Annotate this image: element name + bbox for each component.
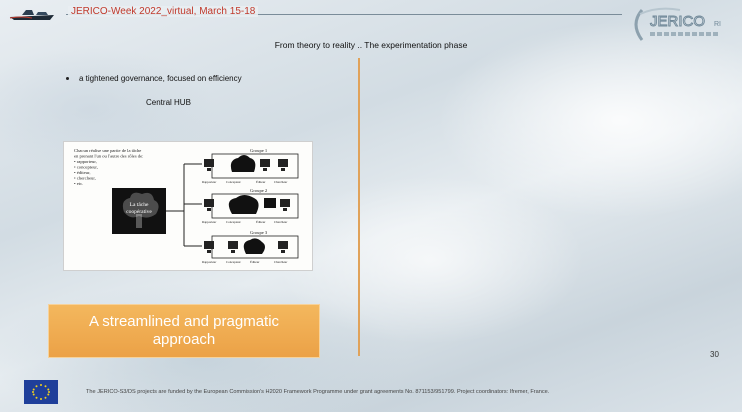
role-label: Chercheur [274,260,288,264]
role-label: Rapporteur [202,260,217,264]
bullet-text: a tightened governance, focused on effic… [79,74,242,83]
page-number: 30 [710,350,719,359]
jerico-logo: JERICO RI [634,7,721,41]
approach-banner: A streamlined and pragmatic approach [48,304,320,358]
role-label: Éditeur [256,179,266,184]
diagram-intro-line: • concepteur, [74,165,98,171]
diagram-intro-line: • etc. [74,181,83,186]
task-label-2: coopérative [126,209,152,215]
bullet-dot-icon [66,77,69,81]
header-rule [66,14,622,15]
diagram-intro-line: en prenant l'un ou l'autre des rôles de: [74,154,143,159]
role-label: Éditeur [256,219,266,224]
diagram-canvas: Chacun réalise une partie de la tâche en… [74,148,299,264]
jerico-logo-text: JERICO [650,13,705,30]
column-divider [358,58,360,356]
header-bar: JERICO-Week 2022_virtual, March 15-18 JE… [0,0,742,41]
central-hub-label: Central HUB [146,98,191,107]
diagram-intro-line: • rapporteur, [74,159,97,165]
research-vessel-logo [9,10,54,20]
role-label: Rapporteur [202,220,217,224]
diagram-intro-line: • chercheur, [74,176,96,182]
task-label-1: La tâche [130,202,149,208]
bullet-item: a tightened governance, focused on effic… [66,74,242,83]
group-label: Groupe 3 [250,230,268,235]
event-title: JERICO-Week 2022_virtual, March 15-18 [68,6,259,17]
role-label: Chercheur [274,180,288,184]
slide-subtitle: From theory to reality .. The experiment… [274,40,468,50]
diagram-intro-line: Chacun réalise une partie de la tâche [74,148,141,153]
role-label: Concepteur [226,220,242,224]
jerico-logo-suffix: RI [714,21,721,28]
role-label: Concepteur [226,260,242,264]
funding-footer: The JERICO-S3/DS projects are funded by … [86,389,550,395]
role-label: Éditeur [250,259,260,264]
role-label: Concepteur [226,180,242,184]
group-3: Groupe 3 Rapporteur Concepteur Éditeur C… [202,230,299,264]
role-label: Rapporteur [202,180,217,184]
group-label: Groupe 1 [250,148,268,153]
cooperative-task-diagram: Chacun réalise une partie de la tâche en… [64,142,312,270]
eu-flag-icon [24,380,58,404]
banner-text: A streamlined and pragmatic approach [88,313,280,348]
role-label: Chercheur [274,220,288,224]
group-label: Groupe 2 [250,188,268,193]
group-2: Groupe 2 Rapporteur Concepteur Éditeur C… [202,188,299,224]
diagram-intro-line: • éditeur, [74,170,90,176]
cooperative-task-box [112,188,166,234]
group-1: Groupe 1 Rapporteur Concepteur Éditeur C… [202,148,299,184]
